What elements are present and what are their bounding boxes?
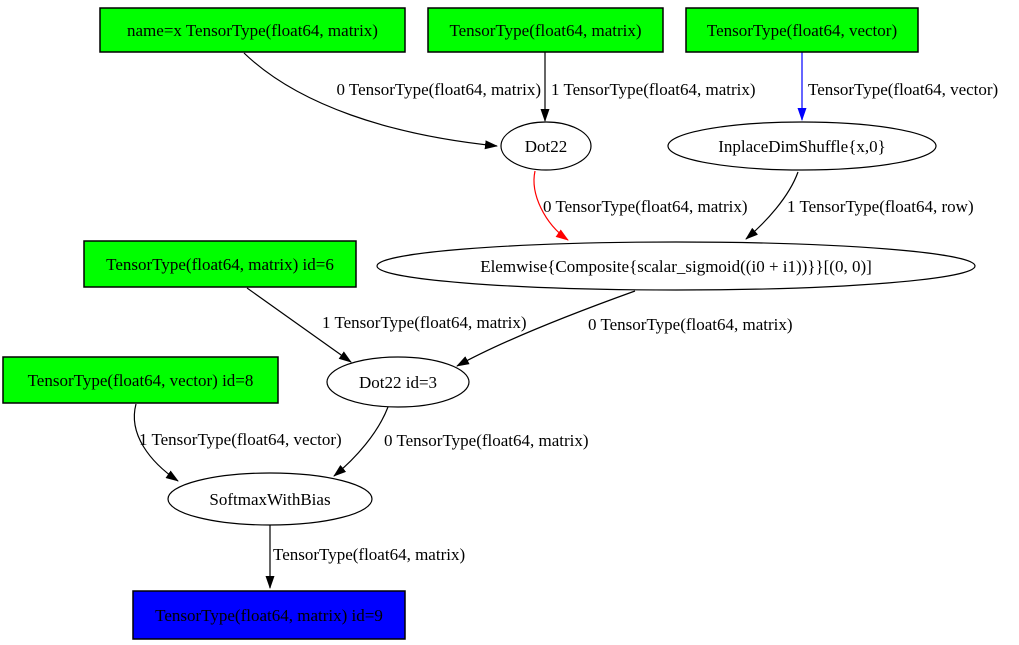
edge-label: TensorType(float64, vector) bbox=[808, 80, 998, 99]
node-label: Elemwise{Composite{scalar_sigmoid((i0 + … bbox=[480, 257, 872, 276]
edge-x-to-dot22: 0 TensorType(float64, matrix) bbox=[243, 52, 541, 150]
node-op-elemwise-sigmoid: Elemwise{Composite{scalar_sigmoid((i0 + … bbox=[376, 241, 976, 291]
edge-label: 1 TensorType(float64, matrix) bbox=[322, 313, 527, 332]
edge-label: 1 TensorType(float64, vector) bbox=[139, 430, 342, 449]
edge-dimshuffle-to-elemwise: 1 TensorType(float64, row) bbox=[745, 171, 974, 240]
edge-dot22id3-to-softmax: 0 TensorType(float64, matrix) bbox=[333, 406, 589, 477]
edge-line bbox=[246, 287, 352, 363]
edge-label: 0 TensorType(float64, matrix) bbox=[543, 197, 748, 216]
edge-label: 0 TensorType(float64, matrix) bbox=[588, 315, 793, 334]
node-shape bbox=[376, 241, 976, 291]
node-shape bbox=[685, 7, 919, 53]
node-box-output-id9: TensorType(float64, matrix) id=9 bbox=[132, 590, 406, 640]
node-label: name=x TensorType(float64, matrix) bbox=[127, 21, 378, 40]
edge-label: TensorType(float64, matrix) bbox=[273, 545, 465, 564]
node-shape bbox=[326, 356, 470, 408]
node-op-dot22: Dot22 bbox=[500, 121, 592, 171]
node-op-softmaxwithbias: SoftmaxWithBias bbox=[167, 472, 373, 526]
edge-label: 1 TensorType(float64, row) bbox=[787, 197, 974, 216]
node-label: InplaceDimShuffle{x,0} bbox=[718, 137, 886, 156]
node-shape bbox=[427, 7, 664, 53]
node-shape bbox=[132, 590, 406, 640]
edge-matrix-to-dot22: 1 TensorType(float64, matrix) bbox=[540, 52, 756, 122]
node-label: TensorType(float64, vector) bbox=[707, 21, 897, 40]
edge-softmax-to-output: TensorType(float64, matrix) bbox=[265, 525, 465, 589]
edge-vector-to-dimshuffle: TensorType(float64, vector) bbox=[797, 52, 998, 121]
node-label: TensorType(float64, matrix) id=6 bbox=[106, 255, 334, 274]
node-label: TensorType(float64, vector) id=8 bbox=[28, 371, 254, 390]
edge-label: 0 TensorType(float64, matrix) bbox=[336, 80, 541, 99]
node-shape bbox=[667, 121, 937, 171]
edge-line bbox=[133, 403, 179, 482]
node-label: Dot22 id=3 bbox=[359, 373, 437, 392]
node-label: TensorType(float64, matrix) bbox=[449, 21, 641, 40]
edge-elemwise-to-dot22id3: 0 TensorType(float64, matrix) bbox=[456, 290, 793, 367]
node-op-inplacedimshuffle: InplaceDimShuffle{x,0} bbox=[667, 121, 937, 171]
node-box-matrix-id6: TensorType(float64, matrix) id=6 bbox=[83, 240, 357, 288]
edge-line bbox=[243, 52, 498, 150]
node-shape bbox=[500, 121, 592, 171]
edge-line bbox=[333, 406, 389, 477]
node-shape bbox=[2, 356, 279, 404]
node-box-vector-input: TensorType(float64, vector) bbox=[685, 7, 919, 53]
node-shape bbox=[83, 240, 357, 288]
node-label: SoftmaxWithBias bbox=[209, 490, 330, 509]
node-shape bbox=[167, 472, 373, 526]
node-box-vector-id8: TensorType(float64, vector) id=8 bbox=[2, 356, 279, 404]
edge-line bbox=[533, 170, 569, 241]
edge-id8-to-softmax: 1 TensorType(float64, vector) bbox=[133, 403, 342, 482]
edge-label: 0 TensorType(float64, matrix) bbox=[384, 431, 589, 450]
edge-line bbox=[745, 171, 799, 240]
node-shape bbox=[99, 7, 406, 53]
node-label: TensorType(float64, matrix) id=9 bbox=[155, 606, 383, 625]
node-label: Dot22 bbox=[525, 137, 568, 156]
edge-label: 1 TensorType(float64, matrix) bbox=[551, 80, 756, 99]
edge-dot22-to-elemwise: 0 TensorType(float64, matrix) bbox=[533, 170, 748, 241]
node-op-dot22-id3: Dot22 id=3 bbox=[326, 356, 470, 408]
node-box-matrix-input: TensorType(float64, matrix) bbox=[427, 7, 664, 53]
edge-id6-to-dot22id3: 1 TensorType(float64, matrix) bbox=[246, 287, 527, 363]
edge-line bbox=[456, 290, 636, 367]
node-box-name-x: name=x TensorType(float64, matrix) bbox=[99, 7, 406, 53]
